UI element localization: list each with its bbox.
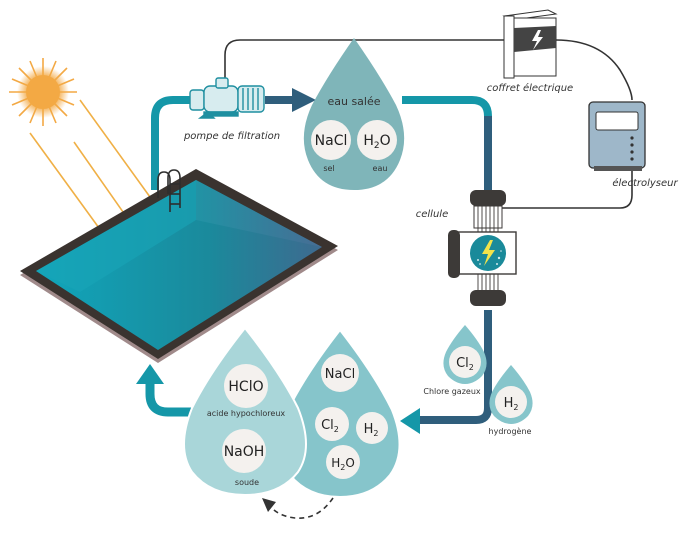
chlorine-gas-drop: Cl2 (443, 325, 487, 384)
pipe-drop-to-cell (402, 96, 492, 190)
electrolysis-cell-icon (448, 190, 517, 306)
hydrogen-label: hydrogène (489, 426, 532, 436)
lightning-icon (532, 30, 543, 50)
electrolyser-label: électrolyseur (612, 177, 678, 189)
hydrogen-drop: H2 (489, 365, 533, 424)
filtration-pump-icon (189, 77, 265, 119)
formula-h2-mix: H2 (364, 422, 379, 438)
pipe-pool-to-pump (151, 96, 198, 190)
formula-cl2-mix: Cl2 (321, 418, 339, 434)
flow-arrow-left-icon (400, 408, 420, 434)
wire-box-to-electrolyser (555, 39, 633, 101)
recirculation-arrow-icon (262, 497, 334, 519)
pump-label: pompe de filtration (183, 131, 280, 142)
ladder-icon (157, 169, 181, 212)
formula-hclo: HClO (228, 379, 263, 395)
product-drop: HClO acide hypochloreux NaOH soude (183, 326, 307, 497)
pipe-cell-to-mix (420, 310, 492, 424)
caption-naoh: soude (235, 478, 259, 487)
swimming-pool (20, 169, 338, 363)
salt-water-drop: eau salée NaCl H2O sel eau (303, 38, 405, 190)
chlorine-gas-label: Chlore gazeux (423, 387, 481, 396)
flow-arrow-up-icon (136, 364, 164, 384)
formula-h2o: H2O (363, 133, 390, 151)
cell-label: cellule (416, 209, 448, 220)
electrical-wires (224, 39, 633, 209)
formula-cl2: Cl2 (456, 356, 474, 372)
wire-pump-to-box (224, 39, 505, 85)
formula-nacl: NaCl (315, 133, 348, 149)
formula-h2o-mix: H2O (331, 456, 355, 472)
caption-eau: eau (373, 164, 388, 173)
mix-drop: NaCl Cl2 H2 H2O (279, 328, 401, 499)
wire-electrolyser-to-cell (500, 165, 633, 209)
pipes (145, 96, 492, 424)
electrical-box-label: coffret électrique (487, 82, 573, 94)
bubble-h2o (357, 120, 397, 160)
formula-nacl-mix: NaCl (325, 367, 355, 382)
pipe-return-to-pool (145, 382, 195, 417)
electrical-box-icon (502, 9, 558, 79)
caption-hclo: acide hypochloreux (207, 409, 286, 418)
bubble-nacl (311, 120, 351, 160)
sun-icon (9, 58, 77, 126)
caption-sel: sel (323, 164, 334, 173)
salt-water-title: eau salée (327, 95, 380, 108)
formula-naoh: NaOH (224, 444, 265, 460)
electrolyser-icon (588, 101, 646, 171)
formula-h2-gas: H2 (504, 396, 519, 412)
flow-arrow-right-icon (292, 88, 316, 112)
